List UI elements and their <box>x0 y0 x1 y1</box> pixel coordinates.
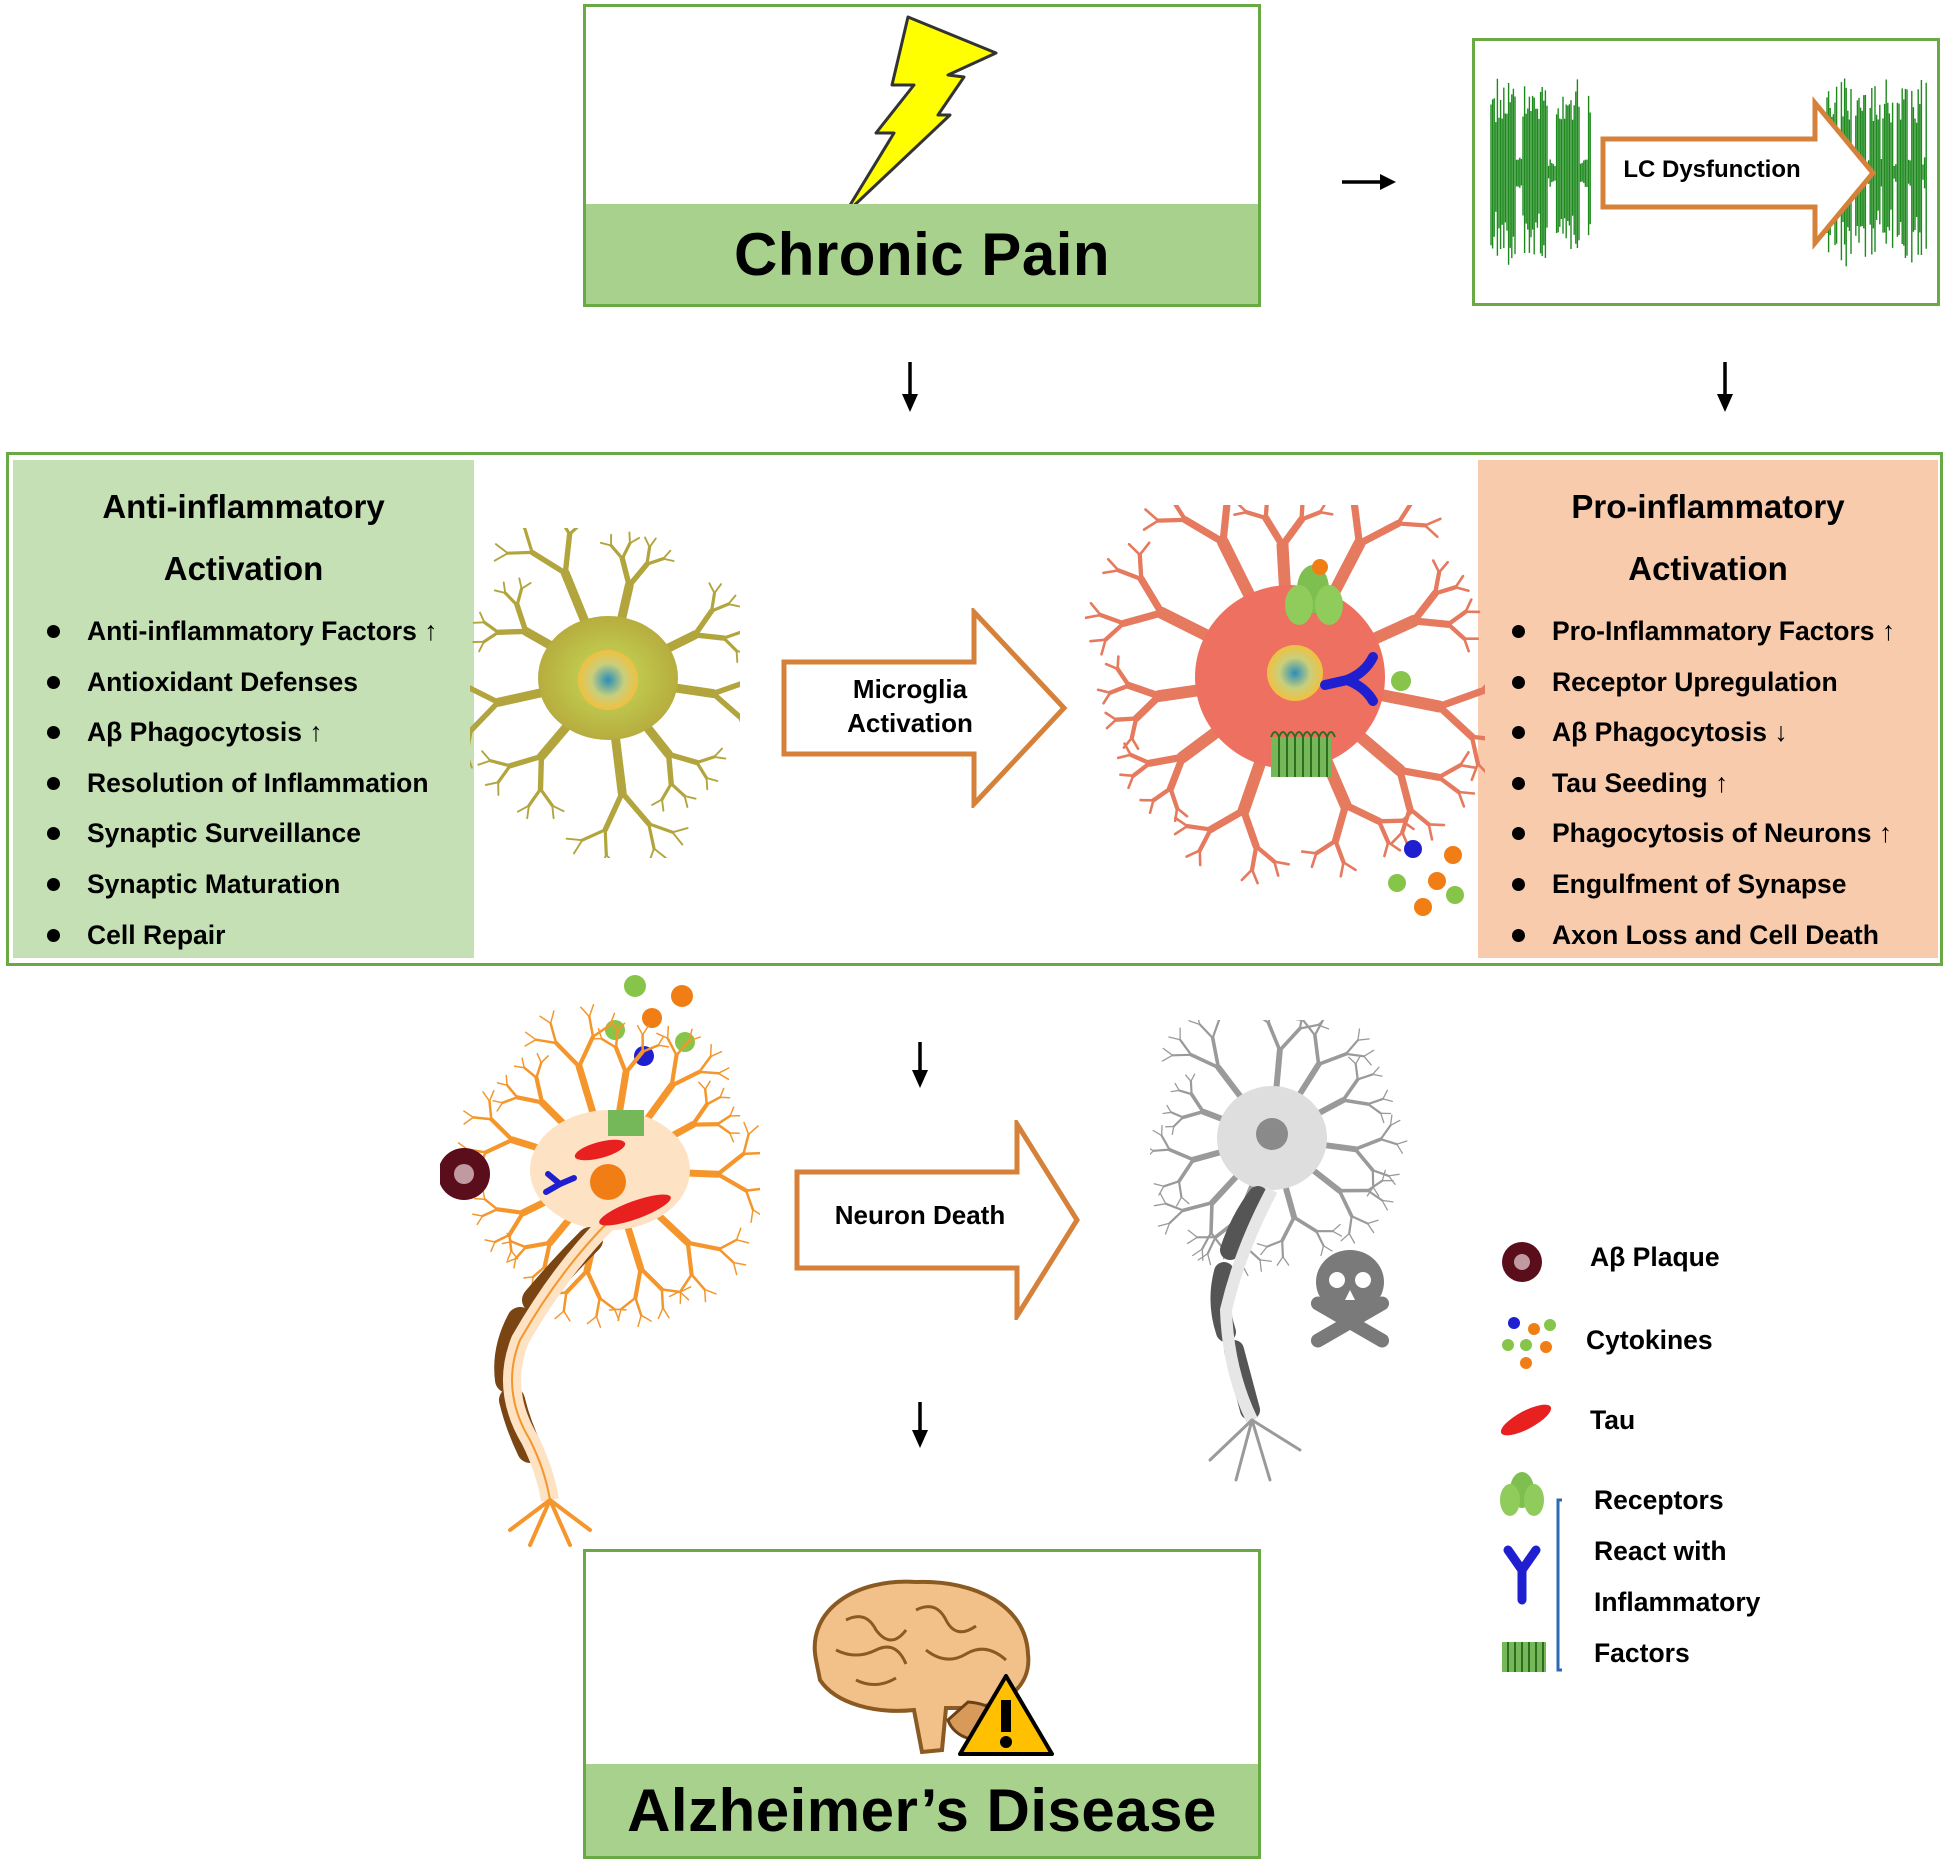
pro-inflammatory-title-2: Activation <box>1628 550 1788 587</box>
receptor-coil-icon <box>1270 731 1336 777</box>
lc-dysfunction-box: LC Dysfunction <box>1472 38 1940 306</box>
neuron-orange-icon <box>440 975 760 1547</box>
receptor-blue-icon <box>1320 652 1378 706</box>
list-item: Receptor Upregulation <box>1478 657 1938 708</box>
arrow-down-lower-icon <box>912 1402 928 1448</box>
legend-receptors-icon <box>1500 1472 1562 1672</box>
skull-crossbones-icon <box>1310 1250 1390 1348</box>
list-item: Phagocytosis of Neurons ↑ <box>1478 808 1938 859</box>
legend-cytokines-icon <box>1502 1317 1556 1369</box>
anti-inflammatory-title-2: Activation <box>163 550 324 587</box>
tau-icon <box>574 1139 671 1226</box>
list-item: Pro-Inflammatory Factors ↑ <box>1478 606 1938 657</box>
warning-icon <box>958 1674 1054 1756</box>
arrow-down-middle-icon <box>912 1042 928 1088</box>
lc-dysfunction-label: LC Dysfunction <box>1623 156 1801 183</box>
receptor-green-icon <box>1285 565 1343 625</box>
neuron-dead-icon <box>1150 1020 1408 1482</box>
list-item: Resolution of Inflammation <box>13 758 474 809</box>
list-item: Anti-inflammatory Factors ↑ <box>13 606 474 657</box>
anti-inflammatory-list: Anti-inflammatory Factors ↑ Antioxidant … <box>13 606 474 960</box>
legend-tau-icon <box>1500 1404 1552 1436</box>
arrow-right-small-icon <box>1342 174 1396 190</box>
lc-waveform-panel <box>1490 78 1927 267</box>
list-item: Tau Seeding ↑ <box>1478 758 1938 809</box>
legend-cytokines-label: Cytokines <box>1586 1325 1713 1355</box>
neuron-death-label: Neuron Death <box>834 1200 1006 1230</box>
legend-plaque-icon <box>1502 1242 1542 1282</box>
pro-inflammatory-panel: Pro-inflammatory Activation Pro-Inflamma… <box>1478 460 1938 958</box>
list-item: Axon Loss and Cell Death <box>1478 910 1938 961</box>
chronic-pain-bar: Chronic Pain <box>586 204 1258 304</box>
alzheimers-title: Alzheimer’s Disease <box>627 1776 1217 1844</box>
legend-tau-label: Tau <box>1590 1405 1636 1435</box>
pro-inflammatory-list: Pro-Inflammatory Factors ↑ Receptor Upre… <box>1478 606 1938 960</box>
list-item: Engulfment of Synapse <box>1478 859 1938 910</box>
arrow-down-right-1-icon <box>1717 362 1733 412</box>
neuron-death-arrow <box>794 1120 1080 1320</box>
alzheimers-bar: Alzheimer’s Disease <box>586 1764 1258 1856</box>
anti-inflammatory-title-1: Anti-inflammatory <box>102 488 385 525</box>
waveform-left-icon <box>1490 78 1591 265</box>
list-item: Cell Repair <box>13 910 474 961</box>
chronic-pain-box: Chronic Pain <box>583 4 1261 307</box>
chronic-pain-title: Chronic Pain <box>733 220 1111 288</box>
microglia-activation-label-1: Microglia <box>852 674 968 704</box>
plaque-icon <box>440 1148 490 1200</box>
list-item: Synaptic Surveillance <box>13 808 474 859</box>
microglia-activated-icon <box>1085 505 1485 916</box>
anti-inflammatory-panel: Anti-inflammatory Activation Anti-inflam… <box>13 460 474 958</box>
microglia-resting-icon <box>470 528 740 858</box>
legend-receptors-line2: React with <box>1594 1536 1727 1566</box>
legend-receptors-line3: Inflammatory <box>1594 1587 1761 1617</box>
legend-receptors-line4: Factors <box>1594 1638 1690 1668</box>
list-item: Aβ Phagocytosis ↓ <box>1478 707 1938 758</box>
list-item: Aβ Phagocytosis ↑ <box>13 707 474 758</box>
legend-plaque-label: Aβ Plaque <box>1590 1242 1720 1272</box>
lc-arrow-shape <box>1600 96 1877 250</box>
microglia-activation-label-2: Activation <box>847 708 973 738</box>
lightning-bolt-icon <box>842 15 998 217</box>
pro-inflammatory-title-1: Pro-inflammatory <box>1571 488 1845 525</box>
alzheimers-box: Alzheimer’s Disease <box>583 1549 1261 1859</box>
microglia-activation-arrow <box>781 608 1068 808</box>
arrow-down-left-1-icon <box>902 362 918 412</box>
list-item: Synaptic Maturation <box>13 859 474 910</box>
legend-receptors-line1: Receptors <box>1594 1485 1724 1515</box>
list-item: Antioxidant Defenses <box>13 657 474 708</box>
